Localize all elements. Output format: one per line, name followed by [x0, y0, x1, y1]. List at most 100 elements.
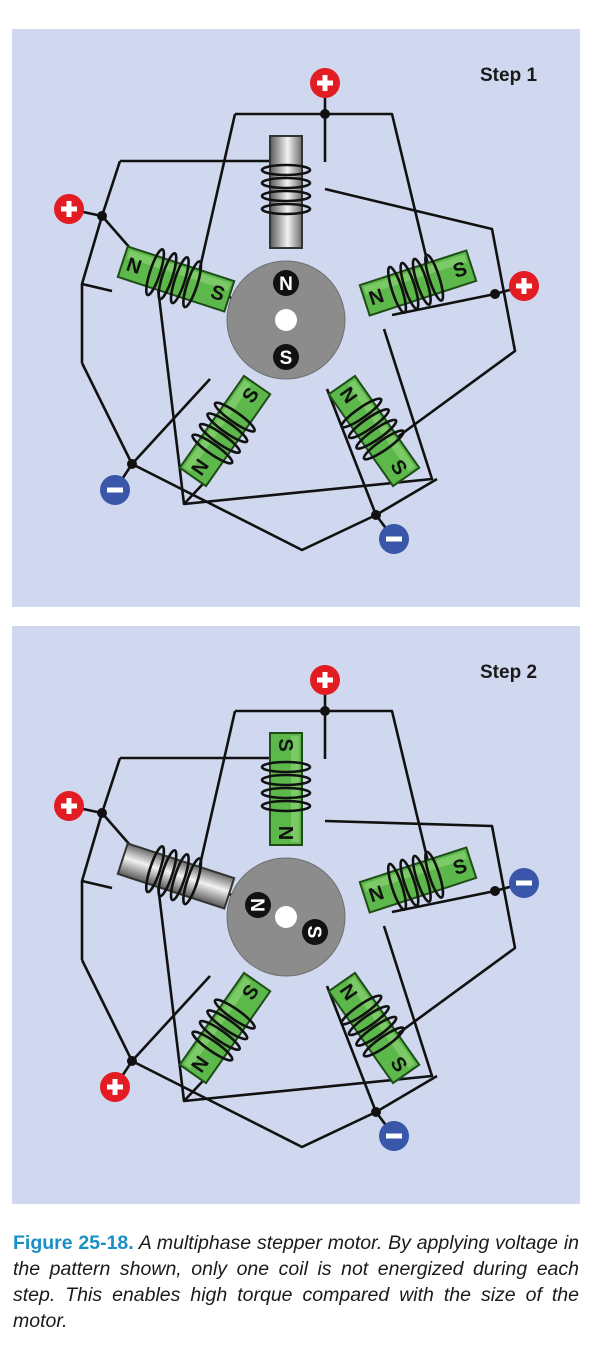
figure-caption: Figure 25-18. A multiphase stepper motor… — [13, 1230, 579, 1334]
coil-upper-left: NS — [116, 245, 236, 313]
winding — [169, 853, 190, 902]
coil-pole-label: N — [366, 882, 387, 907]
coil-top: SN — [260, 732, 312, 846]
rotor-pole — [273, 344, 299, 370]
terminal-top: + — [310, 665, 340, 716]
terminal-right: − — [490, 868, 539, 898]
junction-dot — [371, 1107, 381, 1117]
terminal-bottom: − — [371, 510, 409, 554]
coil-lower-right: NS — [327, 971, 421, 1085]
winding — [191, 433, 234, 465]
junction-dot — [97, 808, 107, 818]
winding — [144, 845, 166, 894]
winding — [191, 1030, 234, 1062]
coil-pole-label: S — [450, 855, 469, 880]
coil-lower-left: NS — [178, 374, 272, 488]
winding — [362, 1026, 405, 1058]
junction-dot — [490, 289, 500, 299]
sign-bar — [112, 1079, 118, 1095]
sign-bar — [386, 1133, 402, 1139]
winding — [355, 418, 398, 450]
step-label: Step 2 — [480, 662, 538, 683]
figure-number: Figure 25-18. — [13, 1232, 134, 1254]
sign-bar — [322, 672, 328, 688]
terminal-left: + — [54, 194, 107, 224]
step-label: Step 1 — [480, 65, 538, 86]
winding — [260, 773, 312, 787]
coil-upper-right: NS — [358, 249, 478, 317]
winding — [260, 189, 312, 203]
coil-pole-label: S — [208, 281, 227, 306]
sign-bar — [386, 536, 402, 542]
winding — [206, 412, 249, 444]
sign-bar — [66, 201, 72, 217]
coil-top — [260, 135, 312, 249]
winding — [260, 176, 312, 190]
winding — [411, 257, 432, 306]
sign-bar — [66, 798, 72, 814]
terminal-lower-left: − — [100, 459, 137, 505]
rotor-pole — [273, 270, 299, 296]
caption-text: A multiphase stepper motor. By applying … — [13, 1232, 579, 1332]
junction-dot — [320, 706, 330, 716]
rotor-pole-label: N — [279, 274, 293, 295]
winding — [424, 850, 445, 899]
winding — [386, 265, 408, 314]
junction-dot — [127, 459, 137, 469]
rotor-shaft — [275, 906, 297, 928]
winding — [260, 786, 312, 800]
winding — [260, 202, 312, 216]
winding — [424, 253, 445, 302]
terminal-top: + — [310, 68, 340, 119]
winding — [411, 854, 432, 903]
junction-dot — [371, 510, 381, 520]
terminal-left: + — [54, 791, 107, 821]
winding — [340, 397, 383, 429]
coil-pole-label: S — [450, 258, 469, 283]
winding — [399, 858, 420, 907]
winding — [182, 857, 203, 906]
junction-dot — [127, 1056, 137, 1066]
winding — [260, 799, 312, 813]
sign-bar — [516, 880, 532, 886]
winding — [260, 760, 312, 774]
coil-pole-label: S — [274, 738, 296, 751]
winding — [347, 407, 391, 440]
rotor-pole — [245, 892, 271, 918]
winding — [144, 248, 166, 297]
coil-upper-left — [116, 842, 236, 910]
rotor-pole-label: S — [303, 926, 324, 939]
rotor-pole-label: S — [280, 348, 293, 369]
coil-pole-label: N — [124, 254, 145, 279]
winding — [399, 261, 420, 310]
junction-dot — [97, 211, 107, 221]
winding — [157, 252, 178, 301]
winding — [182, 260, 203, 309]
coil-lower-left: NS — [178, 971, 272, 1085]
junction-dot — [490, 886, 500, 896]
coil-lower-right: NS — [327, 374, 421, 488]
junction-dot — [320, 109, 330, 119]
sign-bar — [322, 75, 328, 91]
winding — [198, 1019, 242, 1052]
winding — [362, 429, 405, 461]
winding — [157, 849, 178, 898]
winding — [260, 163, 312, 177]
terminal-lower-left: + — [100, 1056, 137, 1102]
winding — [386, 862, 408, 911]
rotor-shaft — [275, 309, 297, 331]
rotor-pole — [302, 919, 328, 945]
terminal-bottom: − — [371, 1107, 409, 1151]
winding — [213, 998, 256, 1030]
rotor: NS — [226, 857, 346, 977]
terminal-right: + — [490, 271, 539, 301]
terminals: + + − + − — [54, 665, 539, 1151]
winding — [206, 1009, 249, 1041]
coil-pole-label: N — [274, 826, 296, 840]
sign-bar — [521, 278, 527, 294]
coil-upper-right: NS — [358, 846, 478, 914]
